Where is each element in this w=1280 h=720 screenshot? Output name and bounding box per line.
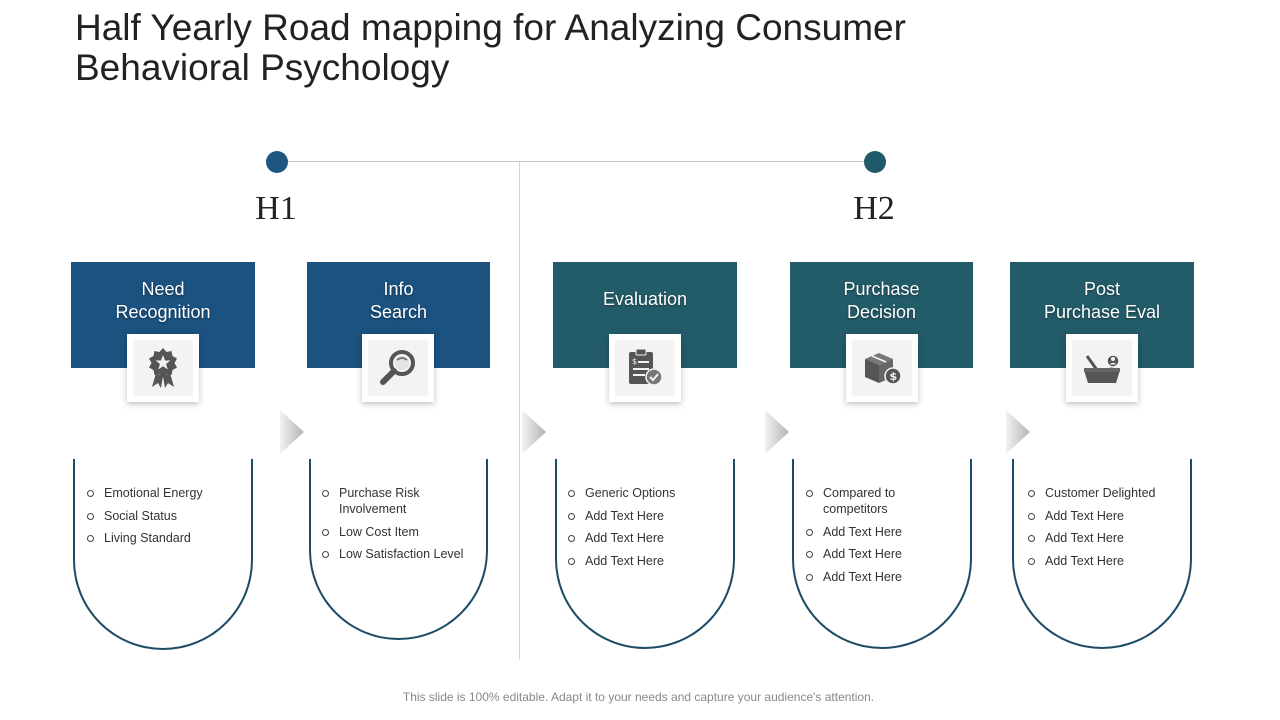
award-badge-icon <box>149 348 177 388</box>
bullet-item: Social Status <box>86 508 246 524</box>
stage-need-recognition-bullets: Emotional Energy Social Status Living St… <box>86 485 246 553</box>
stage-title-line: Need <box>141 279 185 299</box>
package-dollar-icon: $ <box>865 353 902 385</box>
bullet-item: Generic Options <box>567 485 722 501</box>
stage-title-line: Recognition <box>115 302 211 322</box>
bullet-item: Low Satisfaction Level <box>321 546 471 562</box>
stage-info-search-bullets: Purchase Risk Involvement Low Cost Item … <box>321 485 471 569</box>
bullet-item: Emotional Energy <box>86 485 246 501</box>
stage-title-line: Search <box>369 302 428 322</box>
stage-title-line: Decision <box>846 302 917 322</box>
stage-post-purchase-eval-icon-card <box>1066 334 1138 402</box>
half-divider-line <box>519 162 520 660</box>
stage-purchase-decision-header: Purchase Decision <box>790 262 973 368</box>
stage-evaluation-bullets: Generic Options Add Text Here Add Text H… <box>567 485 722 575</box>
bullet-item: Purchase Risk Involvement <box>321 485 471 517</box>
bullet-item: Add Text Here <box>567 553 722 569</box>
bullet-item: Add Text Here <box>805 524 955 540</box>
stage-need-recognition-u-container <box>73 459 253 650</box>
h1-timeline-dot <box>266 151 288 173</box>
magnifier-search-icon <box>380 350 415 385</box>
stage-title-line: Purchase <box>843 279 920 299</box>
stage-need-recognition-icon-card <box>127 334 199 402</box>
bullet-item: Add Text Here <box>805 546 955 562</box>
timeline-line <box>277 161 875 162</box>
bullet-item: Low Cost Item <box>321 524 471 540</box>
checklist-clipboard-icon: $ <box>629 348 663 386</box>
stage-info-search-icon-card <box>362 334 434 402</box>
slide-title-line-1: Half Yearly Road mapping for Analyzing C… <box>75 7 906 48</box>
stage-title-line: Info <box>383 279 414 299</box>
svg-text:$: $ <box>890 370 898 383</box>
stage-post-purchase-eval-u-container <box>1012 459 1192 649</box>
stage-title-line: Post <box>1083 279 1121 299</box>
stage-evaluation-icon-card: $ <box>609 334 681 402</box>
bullet-item: Add Text Here <box>805 569 955 585</box>
stage-purchase-decision-icon-card: $ <box>846 334 918 402</box>
stage-purchase-decision-u-container <box>792 459 972 649</box>
slide-title-line-2: Behavioral Psychology <box>75 47 450 88</box>
h2-timeline-dot <box>864 151 886 173</box>
stage-purchase-decision-bullets: Compared to competitors Add Text Here Ad… <box>805 485 955 591</box>
chevron-right-icon <box>280 410 306 454</box>
stage-info-search-u-container <box>309 459 488 640</box>
bullet-item: Add Text Here <box>1027 530 1182 546</box>
stage-title-line: Evaluation <box>602 289 688 309</box>
bullet-item: Add Text Here <box>1027 508 1182 524</box>
stage-evaluation-u-container <box>555 459 735 649</box>
bullet-item: Compared to competitors <box>805 485 955 517</box>
h1-label: H1 <box>255 190 297 227</box>
chevron-right-icon <box>765 410 791 454</box>
stage-title-line: Purchase Eval <box>1043 302 1161 322</box>
footer-note: This slide is 100% editable. Adapt it to… <box>402 690 875 704</box>
bullet-item: Customer Delighted <box>1027 485 1182 501</box>
bullet-item: Add Text Here <box>1027 553 1182 569</box>
bullet-item: Living Standard <box>86 530 246 546</box>
chevron-right-icon <box>1006 410 1032 454</box>
slide-title: Half Yearly Road mapping for Analyzing C… <box>75 8 975 88</box>
stage-post-purchase-eval-bullets: Customer Delighted Add Text Here Add Tex… <box>1027 485 1182 575</box>
bullet-item: Add Text Here <box>567 508 722 524</box>
shopping-basket-icon <box>1084 354 1120 383</box>
svg-text:$: $ <box>632 357 637 366</box>
bullet-item: Add Text Here <box>567 530 722 546</box>
h2-label: H2 <box>853 190 895 227</box>
chevron-right-icon <box>522 410 548 454</box>
